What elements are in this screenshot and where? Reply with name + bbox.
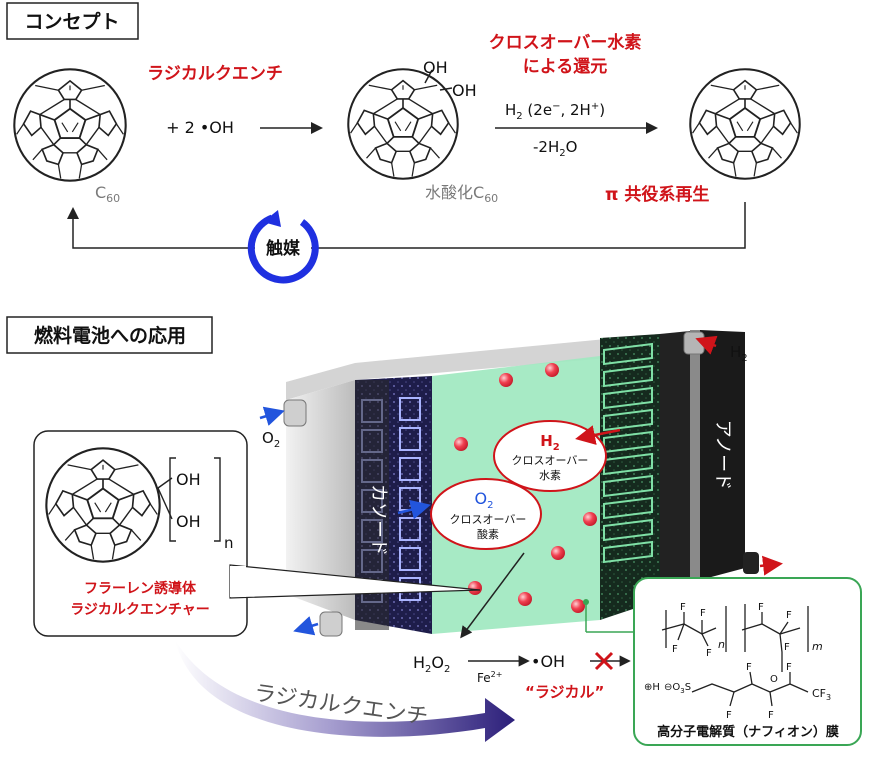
anode-catalyst-layer bbox=[600, 334, 660, 620]
h2-inlet-label: H2 bbox=[730, 343, 748, 364]
bubble-h2-line1: クロスオーバー bbox=[512, 454, 589, 467]
h2o2-label: H2O2 bbox=[413, 653, 450, 675]
fullerene-derivative-line2: ラジカルクエンチャー bbox=[70, 602, 210, 618]
h2-inlet-arrow bbox=[695, 335, 718, 355]
bubble-o2-label: O2 bbox=[475, 489, 494, 511]
blocked-cross-icon bbox=[594, 651, 614, 671]
plus-hydroxyl-label: + 2 •OH bbox=[166, 118, 234, 137]
h2-crossover-arrow bbox=[575, 425, 621, 445]
nafion-structure bbox=[661, 604, 809, 707]
radical-label: “ラジカル” bbox=[525, 683, 604, 701]
nafion-leader-dot bbox=[583, 599, 589, 605]
crossover-oxygen-bubble bbox=[430, 478, 542, 550]
cathode-label: カソード bbox=[368, 484, 389, 556]
h2-outlet-port bbox=[743, 552, 759, 574]
hydroxylated-c60-label: 水酸化C60 bbox=[425, 183, 498, 205]
inset-n-subscript: n bbox=[224, 534, 234, 552]
h2-inlet-port bbox=[683, 331, 705, 355]
cell-top-edge bbox=[286, 330, 700, 400]
o2-inlet-port bbox=[283, 399, 307, 427]
crossover-hydrogen-line2: による還元 bbox=[523, 57, 608, 77]
oh-bond-right bbox=[439, 87, 453, 91]
catalyst-label: 触媒 bbox=[265, 238, 301, 259]
fullerene-derivative-line1: フラーレン誘導体 bbox=[84, 580, 197, 597]
nafion-caption: 高分子電解質（ナフィオン）膜 bbox=[657, 724, 839, 740]
nafion-panel bbox=[633, 577, 862, 746]
o2-outlet-arrow bbox=[293, 616, 319, 636]
quench-curved-arrow bbox=[175, 640, 515, 742]
application-title: 燃料電池への応用 bbox=[34, 324, 186, 347]
inset-oh-1: OH bbox=[176, 470, 201, 489]
h2-outlet-arrow bbox=[759, 555, 783, 576]
bubble-h2-label: H2 bbox=[540, 432, 560, 453]
bubble-o2-line2: 酸素 bbox=[477, 527, 499, 541]
o2-crossover-arrow bbox=[397, 499, 431, 520]
svg-text:F: F bbox=[786, 610, 792, 621]
concept-title-box bbox=[6, 2, 139, 40]
anode-plate-edge bbox=[690, 330, 700, 580]
svg-text:F: F bbox=[768, 710, 774, 721]
svg-text:F: F bbox=[726, 710, 732, 721]
pi-regeneration-label: π 共役系再生 bbox=[605, 184, 709, 205]
inset-pointer-cover bbox=[230, 566, 246, 597]
oh-right-label: OH bbox=[452, 81, 477, 100]
o2-inlet-label: O2 bbox=[262, 429, 280, 450]
fe-catalyst-label: Fe2+ bbox=[477, 670, 502, 685]
oh-top-label: OH bbox=[423, 58, 448, 77]
bubble-h2-line2: 水素 bbox=[539, 469, 561, 482]
fullerene-derivative-icon bbox=[45, 447, 161, 563]
inset-oh-2: OH bbox=[176, 512, 201, 531]
svg-text:F: F bbox=[706, 648, 712, 659]
anode-label: アノード bbox=[712, 420, 733, 490]
svg-text:F: F bbox=[700, 608, 706, 619]
hydroxyl-radical-label: •OH bbox=[531, 652, 565, 671]
catalyst-cycle-arrowhead bbox=[263, 210, 281, 227]
catalyst-backdrop bbox=[255, 226, 311, 268]
inset-bracket-right bbox=[214, 457, 221, 542]
cathode-endplate bbox=[286, 380, 355, 620]
o2-outlet-port bbox=[319, 611, 343, 637]
oh-bond-top bbox=[424, 69, 433, 84]
application-title-box bbox=[6, 316, 213, 354]
anode-flowfield bbox=[603, 342, 653, 564]
nafion-proton: ⊕H bbox=[644, 682, 660, 693]
nafion-n-subscript: n bbox=[718, 638, 725, 651]
radical-particles bbox=[454, 363, 597, 613]
c60-label: C60 bbox=[95, 183, 120, 205]
bubble-o2-line1: クロスオーバー bbox=[450, 513, 527, 526]
application-section: 燃料電池への応用 カソード アノード bbox=[6, 316, 862, 746]
inset-bracket-left bbox=[169, 457, 176, 542]
concept-title: コンセプト bbox=[24, 10, 119, 33]
svg-text:O: O bbox=[770, 674, 778, 685]
catalyst-cycle-icon bbox=[247, 214, 319, 284]
hydroxylated-c60-icon bbox=[347, 68, 459, 180]
recycle-return-arrow bbox=[67, 202, 746, 249]
o2-inlet-arrow bbox=[259, 406, 285, 426]
nafion-cf3: CF3 bbox=[812, 687, 831, 702]
concept-section: コンセプト C60 ラジカルクエンチ + 2 •OH OH OH 水酸化C60 … bbox=[6, 2, 801, 284]
h2o2-formation-arrow bbox=[460, 552, 525, 639]
svg-text:F: F bbox=[680, 602, 686, 613]
radical-quench-label: ラジカルクエンチ bbox=[147, 64, 283, 84]
crossover-hydrogen-line1: クロスオーバー水素 bbox=[489, 32, 642, 53]
svg-text:F: F bbox=[786, 662, 792, 673]
c60-molecule-icon bbox=[13, 68, 127, 182]
nafion-sulfonate: ⊖O3S bbox=[664, 682, 691, 695]
svg-text:F: F bbox=[746, 662, 752, 673]
regenerated-c60-icon bbox=[689, 68, 801, 180]
svg-text:F: F bbox=[758, 602, 764, 613]
h2-reagent-label: H2 (2e−, 2H+) bbox=[505, 101, 605, 122]
nafion-m-subscript: m bbox=[812, 640, 823, 653]
anode-endplate bbox=[700, 330, 745, 580]
water-loss-label: -2H2O bbox=[533, 138, 577, 159]
svg-text:F: F bbox=[784, 642, 790, 653]
svg-text:F: F bbox=[672, 644, 678, 655]
